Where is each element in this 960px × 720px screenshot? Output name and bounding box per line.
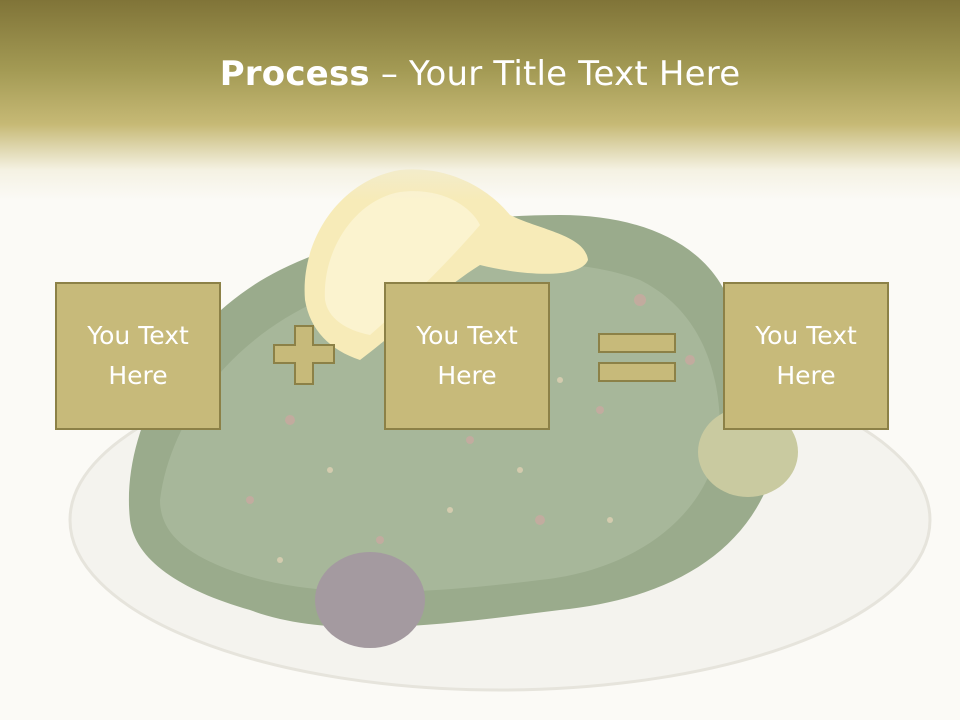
process-box-1-label: You Text Here xyxy=(87,321,189,390)
process-box-2-label: You Text Here xyxy=(416,321,518,390)
process-box-3[interactable]: You Text Here xyxy=(723,282,889,430)
process-box-1[interactable]: You Text Here xyxy=(55,282,221,430)
process-box-2[interactable]: You Text Here xyxy=(384,282,550,430)
title-rest: – Your Title Text Here xyxy=(369,54,741,94)
black-olive xyxy=(315,552,425,648)
title-bold: Process xyxy=(219,54,370,94)
slide-title: Process – Your Title Text Here xyxy=(0,54,960,94)
title-header xyxy=(0,0,960,200)
process-box-3-label: You Text Here xyxy=(755,321,857,390)
